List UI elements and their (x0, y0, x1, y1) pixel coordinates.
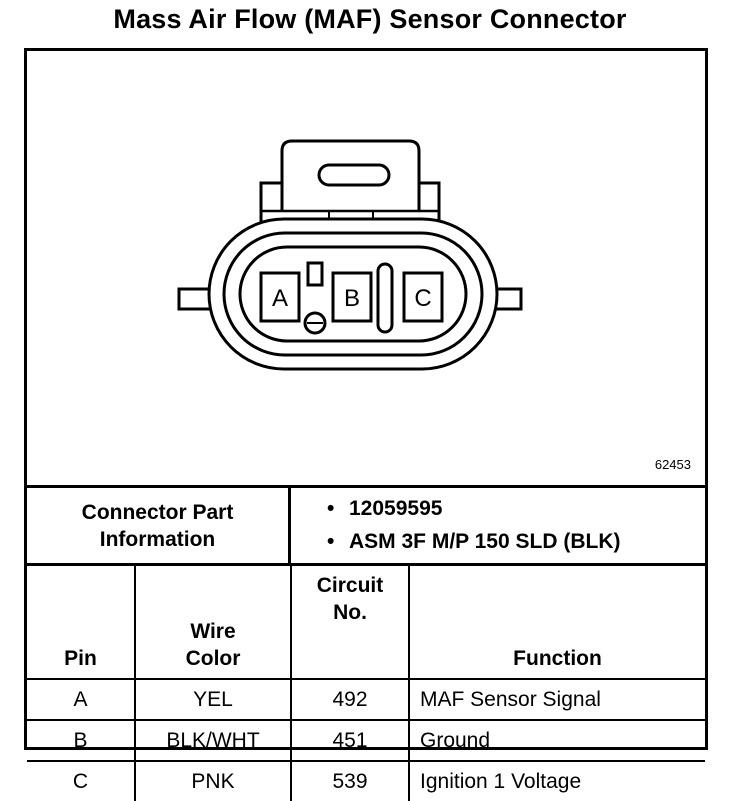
pin-a-cavity (259, 271, 301, 323)
header-circuit-line2: No. (333, 601, 367, 624)
wire-color-cell: PNK (134, 760, 292, 801)
table-row: C PNK 539 Ignition 1 Voltage (27, 760, 705, 801)
pin-cell: B (27, 719, 136, 762)
page-title: Mass Air Flow (MAF) Sensor Connector (113, 4, 627, 34)
part-info-label-line2: Information (99, 527, 216, 551)
header-circuit-line1: Circuit (316, 574, 384, 597)
header-wire-color-line1: Wire (190, 620, 236, 643)
function-cell: Ignition 1 Voltage (408, 760, 705, 801)
pin-cell: A (27, 678, 136, 721)
pin-a-label: A (272, 285, 288, 312)
part-number: 12059595 (327, 492, 620, 525)
part-info-list: 12059595 ASM 3F M/P 150 SLD (BLK) (327, 492, 620, 558)
header-wire-color-line2: Color (185, 647, 241, 670)
part-info-label-line1: Connector Part (81, 500, 234, 524)
circuit-cell: 539 (290, 760, 410, 801)
function-cell: MAF Sensor Signal (408, 678, 705, 721)
connector-drawing: A B C (177, 139, 523, 371)
pin-table: Pin Wire Color Circuit No. Function A YE… (27, 563, 705, 801)
pin-b-label: B (344, 285, 360, 312)
diagram-reference-number: 62453 (654, 457, 691, 472)
table-row: B BLK/WHT 451 Ground (27, 719, 705, 762)
part-description: ASM 3F M/P 150 SLD (BLK) (327, 525, 620, 558)
wire-color-cell: BLK/WHT (134, 719, 292, 762)
wire-color-cell: YEL (134, 678, 292, 721)
header-circuit-no: Circuit No. (290, 563, 410, 680)
connector-sheet: A B C 62453 Connector Part Information 1… (24, 48, 708, 801)
connector-part-information: Connector Part Information 12059595 ASM … (27, 485, 705, 563)
connector-shell-outer (207, 217, 499, 371)
pin-table-header: Pin Wire Color Circuit No. Function (27, 563, 705, 680)
header-wire-color: Wire Color (134, 563, 292, 680)
part-info-label: Connector Part Information (27, 488, 291, 563)
pin-c-cavity (402, 271, 444, 323)
pin-b-cavity (331, 271, 373, 323)
table-row: A YEL 492 MAF Sensor Signal (27, 678, 705, 721)
circuit-cell: 451 (290, 719, 410, 762)
circuit-cell: 492 (290, 678, 410, 721)
function-cell: Ground (408, 719, 705, 762)
connector-shell-inner (238, 245, 468, 343)
key-rib (376, 262, 394, 334)
key-notch (306, 261, 324, 287)
pin-c-label: C (414, 285, 431, 312)
header-function: Function (408, 563, 705, 680)
latch-slot (317, 163, 391, 187)
latch-tab (280, 139, 421, 211)
pin-cell: C (27, 760, 136, 801)
header-pin: Pin (27, 563, 136, 680)
locator-hole (303, 311, 327, 335)
connector-diagram: A B C 62453 (27, 51, 705, 485)
latch-shoulders (259, 181, 441, 229)
connector-shell-middle (222, 231, 484, 357)
